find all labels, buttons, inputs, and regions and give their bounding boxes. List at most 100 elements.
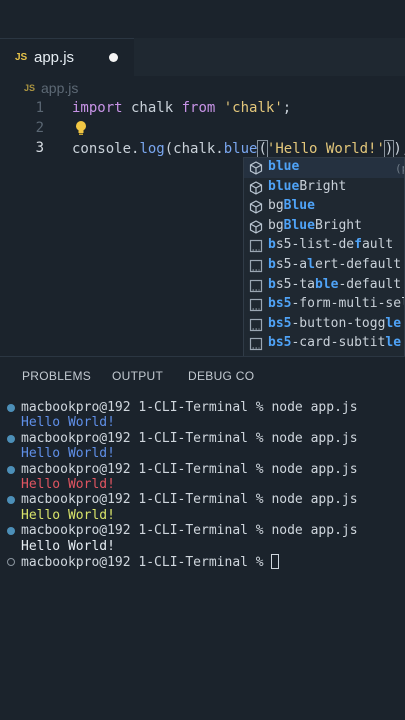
token-string: 'Hello World!': [266, 141, 385, 157]
js-file-icon: JS: [24, 83, 36, 93]
token-string: 'chalk': [223, 100, 283, 116]
token-blue: blue: [223, 141, 258, 157]
terminal-output: Hello World!: [21, 538, 115, 554]
snippet-icon: [249, 259, 263, 273]
suggestion-item[interactable]: bs5-list-default: [244, 236, 404, 256]
suggestion-item[interactable]: bs5-form-multi-sel: [244, 295, 405, 315]
token-import: import: [72, 100, 123, 116]
suggestion-detail: (p: [395, 162, 404, 175]
label-text: s5-a: [275, 257, 308, 272]
match-highlight: blue: [268, 159, 300, 174]
snippet-icon: [249, 318, 263, 332]
js-file-icon: JS: [15, 52, 28, 63]
suggestion-label: bs5-list-default: [268, 237, 393, 252]
label-text: ert-default: [314, 257, 402, 272]
terminal-output: Hello World!: [21, 477, 115, 492]
command-text: node app.js: [271, 461, 358, 477]
terminal-output: Hello World!: [21, 507, 115, 523]
code-line-3[interactable]: console.log(chalk.blue('Hello World!'));: [72, 140, 405, 158]
prompt-text: macbookpro@192 1-CLI-Terminal %: [21, 555, 272, 570]
suggestion-item[interactable]: bgBlue: [244, 197, 404, 217]
match-highlight: blue: [268, 178, 300, 194]
suggestion-label: blueBright: [268, 179, 346, 194]
command-status-icon[interactable]: [7, 465, 15, 474]
lightbulb-icon[interactable]: [74, 120, 88, 136]
token-console: console.: [72, 141, 140, 157]
label-text: s5-list-de: [275, 237, 355, 253]
token-chalk: (chalk.: [164, 141, 224, 157]
label-text: -default: [338, 276, 402, 292]
tab-debug-console[interactable]: DEBUG CO: [188, 369, 255, 383]
terminal-output: Hello World!: [21, 446, 115, 462]
suggestion-item[interactable]: blue (p: [244, 158, 404, 178]
token-chalk: chalk: [122, 100, 182, 116]
command-status-icon[interactable]: [7, 434, 15, 443]
match-highlight: Blue: [283, 217, 315, 233]
code-line-1[interactable]: import chalk from 'chalk';: [72, 100, 291, 116]
token-end: );: [393, 141, 405, 157]
panel-tabs: PROBLEMS OUTPUT DEBUG CO: [0, 357, 405, 397]
suggestion-item[interactable]: bs5-table-default: [244, 276, 404, 296]
suggestion-item[interactable]: bs5-button-toggle: [244, 315, 404, 335]
suggestion-item[interactable]: bs5-alert-default: [244, 256, 404, 276]
command-status-icon[interactable]: [7, 496, 15, 505]
match-highlight: Blue: [283, 198, 315, 214]
terminal-prompt-line: macbookpro@192 1-CLI-Terminal % node app…: [21, 523, 358, 538]
tab-label: app.js: [34, 49, 75, 66]
line-number: 2: [35, 120, 44, 136]
command-status-icon[interactable]: [7, 404, 15, 412]
suggestion-label: bs5-table-default: [268, 277, 401, 292]
match-highlight: l: [307, 257, 315, 272]
method-icon: [249, 180, 263, 195]
label-text: -form-multi-sel: [291, 296, 405, 312]
match-highlight: bs5: [268, 335, 292, 351]
prompt-text: macbookpro@192 1-CLI-Terminal %: [21, 492, 272, 508]
method-icon: [249, 200, 263, 214]
suggestion-item[interactable]: blueBright: [244, 178, 404, 198]
command-status-icon[interactable]: [7, 558, 15, 566]
match-highlight: le: [385, 315, 402, 331]
command-text: node app.js: [271, 492, 358, 508]
suggestion-label: bs5-alert-default: [268, 257, 401, 272]
match-highlight: bs5: [268, 315, 292, 331]
match-highlight: b: [268, 276, 276, 292]
label-text: Bright: [314, 217, 362, 233]
unsaved-dot-icon[interactable]: [109, 53, 118, 62]
bottom-panel: PROBLEMS OUTPUT DEBUG CO macbookpro@192 …: [0, 356, 405, 720]
method-icon: [249, 220, 263, 234]
command-text: node app.js: [271, 430, 358, 446]
prompt-text: macbookpro@192 1-CLI-Terminal %: [21, 400, 272, 415]
snippet-icon: [249, 239, 263, 253]
tab-problems[interactable]: PROBLEMS: [22, 369, 92, 383]
text-cursor: [257, 140, 259, 155]
match-highlight: f: [354, 237, 362, 253]
snippet-icon: [249, 298, 263, 312]
match-highlight: le: [385, 335, 402, 351]
breadcrumb-file: app.js: [41, 80, 79, 96]
terminal-prompt-line: macbookpro@192 1-CLI-Terminal % node app…: [21, 492, 358, 507]
suggestion-item[interactable]: bs5-card-subtitle: [244, 334, 404, 354]
match-highlight: b: [268, 257, 276, 272]
token-paren: (: [257, 140, 268, 158]
label-text: bg: [268, 198, 284, 214]
line-number: 3: [35, 140, 44, 156]
suggestion-label: bs5-form-multi-sel: [268, 296, 405, 312]
terminal-prompt-line: macbookpro@192 1-CLI-Terminal %: [21, 554, 280, 570]
suggestion-item[interactable]: bgBlueBright: [244, 217, 404, 237]
token-paren: ): [383, 140, 395, 158]
prompt-text: macbookpro@192 1-CLI-Terminal %: [21, 523, 272, 539]
terminal-output: Hello World!: [21, 415, 115, 431]
label-text: -card-subtit: [291, 335, 386, 351]
command-status-icon[interactable]: [7, 527, 15, 536]
label-text: ault: [361, 237, 394, 253]
line-number: 1: [35, 100, 44, 116]
command-text: node app.js: [271, 400, 358, 415]
command-text: node app.js: [271, 523, 358, 539]
label-text: -button-togg: [291, 315, 386, 331]
prompt-text: macbookpro@192 1-CLI-Terminal %: [21, 430, 272, 446]
suggestion-label: bgBlueBright: [268, 218, 362, 233]
tab-app-js[interactable]: JS app.js: [0, 38, 134, 76]
tab-output[interactable]: OUTPUT: [112, 369, 164, 383]
token-log: log: [139, 141, 165, 157]
suggestion-label: blue: [268, 159, 299, 174]
